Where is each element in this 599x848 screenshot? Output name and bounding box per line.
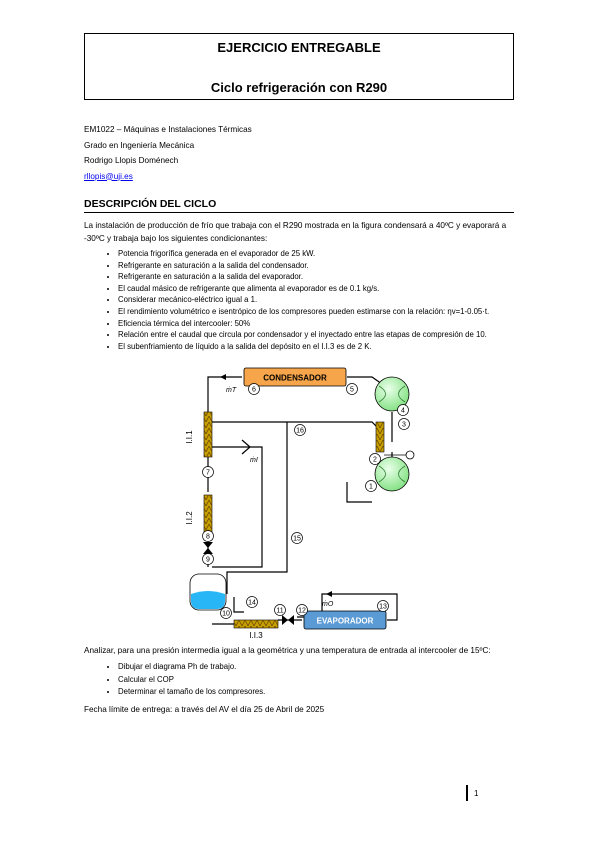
evaporator-box <box>303 610 387 630</box>
list-item: El caudal másico de refrigerante que ali… <box>118 283 514 295</box>
tasks-list: Dibujar el diagrama Ph de trabajo. Calcu… <box>84 661 265 699</box>
evaporator-label: EVAPORADOR <box>317 617 374 626</box>
compressor-low-icon <box>374 456 410 492</box>
node-16: 16 <box>296 428 304 435</box>
list-item: El subenfriamiento de líquido a la salid… <box>118 341 514 353</box>
list-item: Calcular el COP <box>118 674 265 687</box>
degree-name: Grado en Ingeniería Mecánica <box>84 140 195 150</box>
author-email-link[interactable]: rllopis@uji.es <box>84 171 133 181</box>
course-meta: EM1022 – Máquinas e Instalaciones Térmic… <box>84 122 252 184</box>
compressor-high-icon <box>374 376 410 412</box>
list-item: Eficiencia térmica del intercooler: 50% <box>118 318 514 330</box>
node-11: 11 <box>276 608 283 615</box>
flow-evaporator-label: ṁO <box>322 601 334 608</box>
analysis-intro: Analizar, para una presión intermedia ig… <box>84 646 491 655</box>
deadline: Fecha límite de entrega: a través del AV… <box>84 705 325 714</box>
fan-icon <box>405 450 415 460</box>
node-8: 8 <box>206 534 210 541</box>
ii1-label: I.I.1 <box>185 430 194 444</box>
document-title: EJERCICIO ENTREGABLE <box>217 40 381 55</box>
expansion-valve-icon <box>203 542 213 554</box>
node-1: 1 <box>369 484 373 491</box>
section-intro: La instalación de producción de frío que… <box>84 221 507 243</box>
list-item: Relación entre el caudal que circula por… <box>118 329 514 341</box>
list-item: El rendimiento volumétrico e isentrópico… <box>118 306 514 318</box>
condenser-box <box>243 367 347 387</box>
list-item: Refrigerante en saturación a la salida d… <box>118 271 514 283</box>
node-5: 5 <box>350 387 354 394</box>
ii2-label: I.I.2 <box>185 511 194 525</box>
node-4: 4 <box>401 408 405 415</box>
section-title: DESCRIPCIÓN DEL CICLO <box>84 198 514 213</box>
conditions-list: Potencia frigorífica generada en el evap… <box>84 248 514 352</box>
header-box: EJERCICIO ENTREGABLE Ciclo refrigeración… <box>84 33 514 100</box>
receiver-liquid <box>191 591 225 609</box>
list-item: Refrigerante en saturación a la salida d… <box>118 260 514 272</box>
node-2: 2 <box>373 457 377 464</box>
author-name: Rodrigo Llopis Doménech <box>84 156 179 165</box>
expansion-valve-2-icon <box>282 615 294 625</box>
document-subtitle: Ciclo refrigeración con R290 <box>210 80 388 95</box>
node-14: 14 <box>248 600 256 607</box>
node-9: 9 <box>206 557 210 564</box>
list-item: Considerar mecánico-eléctrico igual a 1. <box>118 294 514 306</box>
node-13: 13 <box>379 604 387 611</box>
piping <box>207 376 398 625</box>
node-6: 6 <box>252 387 256 394</box>
flow-injected-label: ṁI <box>250 457 258 464</box>
node-15: 15 <box>293 536 301 543</box>
node-12: 12 <box>298 608 306 615</box>
node-10: 10 <box>222 611 230 618</box>
flow-total-label: ṁT <box>226 387 237 394</box>
list-item: Determinar el tamaño de los compresores. <box>118 686 265 699</box>
list-item: Potencia frigorífica generada en el evap… <box>118 248 514 260</box>
node-7: 7 <box>206 470 210 477</box>
node-3: 3 <box>402 422 406 429</box>
page-number: 1 <box>474 789 479 798</box>
refrigeration-cycle-diagram: CONDENSADOR EVAPORADOR I.I.1 I.I.2 I.I.3… <box>185 367 415 640</box>
page-divider <box>466 785 468 801</box>
list-item: Dibujar el diagrama Ph de trabajo. <box>118 661 265 674</box>
condenser-label: CONDENSADOR <box>263 374 327 383</box>
ii3-label: I.I.3 <box>249 631 263 640</box>
course-name: EM1022 – Máquinas e Instalaciones Térmic… <box>84 125 252 134</box>
